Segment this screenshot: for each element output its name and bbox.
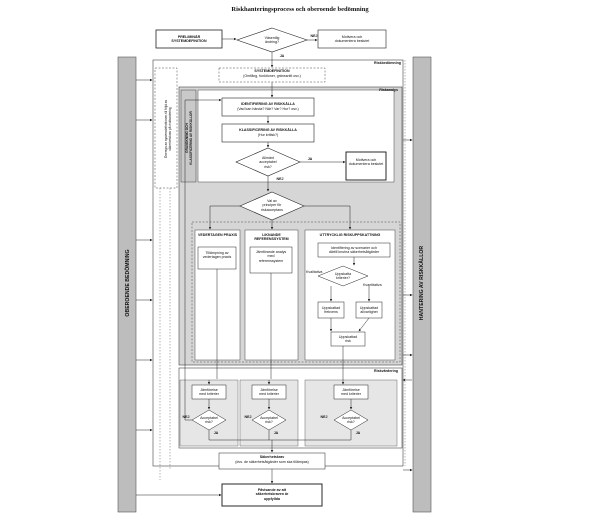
compare-text-1: Jämförelse med kriterier: [199, 388, 219, 397]
frequency-text: Uppskattad frekvens: [321, 306, 341, 315]
qualitative-label: Kvalitativa: [306, 270, 323, 274]
severity-text: Uppskattad allvarlighet: [359, 306, 379, 315]
estimate-criteria-diamond: [317, 265, 369, 287]
top-motivate-text: Motivera och dokumentera beslutet: [334, 35, 370, 44]
acceptable-text-2: Acceptabel risk?: [260, 416, 278, 425]
hazard-management-label: HANTERING AV RISKKÄLLOR: [419, 245, 425, 321]
acceptable-text-1: Acceptabel risk?: [200, 416, 218, 425]
quantitative-label: Kvantitativa: [363, 283, 382, 287]
riskvardering-heading: Riskvärdering: [374, 369, 398, 373]
eval-yes-label-1: JA: [213, 431, 219, 435]
demonstration-text: Påvisande av att säkerhetskraven är uppf…: [255, 488, 289, 501]
classification-heading: KLASSIFICERING AV RISKKÄLLA: [239, 128, 297, 132]
preliminary-definition-text: PRELIMINÄR SYSTEMDEFINITION: [171, 35, 207, 44]
safety-requirements-heading: Säkerhetskrav: [259, 455, 285, 459]
eval-no-label-1: NEJ: [182, 415, 190, 419]
acceptable-text-3: Acceptabel risk?: [342, 416, 360, 425]
method-1-text: Tillämpning av vedertagen praxis: [202, 251, 232, 260]
eval-yes-label-3: JA: [355, 431, 361, 435]
system-review-note: Översyn av systemdefinitionen till följd…: [164, 99, 172, 159]
system-definition-heading: SYSTEMDEFINITION: [254, 69, 290, 73]
dashed-feedback-lines: [159, 60, 406, 480]
method-3-text: Identifiering av scenarier och därtill k…: [328, 246, 380, 255]
identification-text: (Vad kan hända? När? Var? Hur? osv.): [237, 107, 299, 111]
riskbedomning-heading: Riskbedömning: [374, 61, 401, 65]
method-2-heading: LIKNANDE REFERENSSYSTEM: [254, 233, 289, 242]
method-2-text: Jämförande analys med referenssystem: [255, 250, 287, 263]
reference-system-box: [249, 246, 293, 274]
identification-heading: IDENTIFIERING AV RISKKÄLLA: [241, 102, 295, 106]
page-title: Riskhanteringsprocess och oberoende bedö…: [231, 6, 369, 13]
analysis-motivate-box: [345, 151, 387, 181]
connectors: [136, 37, 413, 497]
estimated-risk-text: Uppskattad risk: [338, 335, 358, 344]
independent-assessment-label: OBEROENDE BEDÖMNING: [125, 249, 131, 317]
analysis-yes-label: JA: [307, 157, 313, 161]
principle-choice-text: Val av principer för riskacceptans: [261, 199, 283, 212]
method-3-heading: UTTRYCKLIG RISKUPPSKATTNING: [319, 233, 381, 237]
top-motivate-box: [317, 29, 387, 49]
significant-change-text: Väsentlig ändring?: [264, 36, 280, 45]
analysis-motivate-text: Motivera och dokumentera beslutet: [348, 158, 384, 167]
riskanalys-heading: Riskanalys: [379, 88, 398, 92]
method-1-heading: VEDERTAGEN PRAXIS: [197, 233, 238, 237]
estimate-criteria-text: Uppskatta kriterier?: [334, 272, 352, 281]
demonstration-box: [221, 483, 323, 507]
acceptable-risk-text: Allmänt acceptabel risk?: [259, 156, 277, 169]
eval-no-label-3: NEJ: [320, 415, 328, 419]
system-definition-text: (Omfång, funktioner, gränssnitt osv.): [243, 74, 301, 78]
top-no-label: NEJ: [310, 34, 318, 38]
eval-no-label-2: NEJ: [244, 415, 252, 419]
classification-text: (Hur kritisk?): [257, 133, 279, 137]
compare-text-2: Jämförelse med kriterier: [259, 388, 279, 397]
methods-dashed-frame: [191, 221, 401, 363]
analysis-no-label: NEJ: [276, 177, 284, 181]
top-yes-label: JA: [279, 54, 285, 58]
eval-yes-label-2: JA: [273, 431, 279, 435]
classification-review-note: GRANSKNING OCH KLASSIFICERING AV RISKKÄL…: [185, 111, 193, 165]
review-dashed-frame: [154, 67, 178, 189]
safety-requirements-text: (dvs. de säkerhetsåtgärder som ska tillä…: [235, 460, 309, 464]
right-sidebar-bar: [412, 56, 432, 513]
compare-text-3: Jämförelse med kriterier: [341, 388, 361, 397]
estimated-risk-box: [330, 331, 366, 347]
left-sidebar-bar: [117, 56, 137, 513]
